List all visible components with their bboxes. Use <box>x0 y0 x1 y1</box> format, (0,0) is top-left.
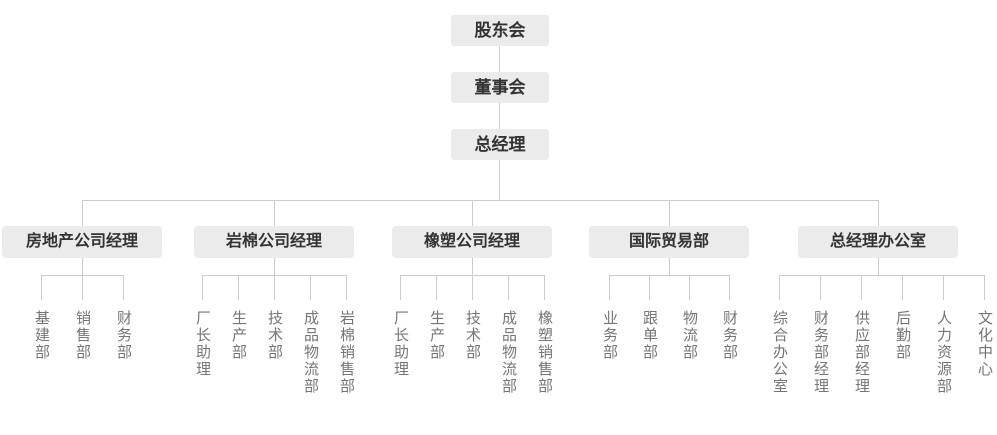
leaf-finance-dept: 财务部 <box>115 310 132 361</box>
leaf-technology-dept: 技术部 <box>266 310 283 361</box>
node-international-trade-dept: 国际贸易部 <box>589 226 749 258</box>
connector-line <box>779 275 780 300</box>
node-general-manager: 总经理 <box>451 129 549 160</box>
leaf-supply-dept-manager: 供应部经理 <box>853 310 870 395</box>
connector-line <box>472 200 473 226</box>
node-rubber-plastic-company-manager: 橡塑公司经理 <box>392 226 552 258</box>
connector-line <box>82 200 83 226</box>
leaf-human-resources-dept: 人力资源部 <box>935 310 952 395</box>
connector-line <box>609 275 610 300</box>
connector-line <box>499 160 500 200</box>
connector-line <box>902 275 903 300</box>
connector-line <box>400 275 401 300</box>
connector-line <box>310 275 311 300</box>
leaf-logistics-dept: 物流部 <box>681 310 698 361</box>
node-rockwool-company-manager: 岩棉公司经理 <box>194 226 354 258</box>
node-real-estate-company-manager: 房地产公司经理 <box>2 226 162 258</box>
leaf-finance-dept-manager: 财务部经理 <box>812 310 829 395</box>
connector-line <box>820 275 821 300</box>
leaf-product-logistics-dept: 成品物流部 <box>500 310 517 395</box>
leaf-general-office: 综合办公室 <box>771 310 788 395</box>
connector-line <box>609 275 729 276</box>
leaf-factory-director-assistant: 厂长助理 <box>392 310 409 378</box>
connector-line <box>238 275 239 300</box>
connector-line <box>669 200 670 226</box>
connector-line <box>544 275 545 300</box>
connector-line <box>346 275 347 300</box>
connector-line <box>729 275 730 300</box>
leaf-product-logistics-dept: 成品物流部 <box>302 310 319 395</box>
connector-line <box>861 275 862 300</box>
leaf-infrastructure-dept: 基建部 <box>33 310 50 361</box>
connector-line <box>82 200 878 201</box>
connector-line <box>472 258 473 275</box>
leaf-finance-dept: 财务部 <box>721 310 738 361</box>
leaf-sales-dept: 销售部 <box>74 310 91 361</box>
connector-line <box>82 258 83 275</box>
connector-line <box>984 275 985 300</box>
connector-line <box>123 275 124 300</box>
connector-line <box>878 258 879 275</box>
leaf-rubber-plastic-sales-dept: 橡塑销售部 <box>536 310 553 395</box>
node-shareholders-meeting: 股东会 <box>451 15 549 46</box>
connector-line <box>82 275 83 300</box>
connector-line <box>779 275 984 276</box>
leaf-technology-dept: 技术部 <box>464 310 481 361</box>
leaf-business-dept: 业务部 <box>601 310 618 361</box>
leaf-rockwool-sales-dept: 岩棉销售部 <box>338 310 355 395</box>
leaf-factory-director-assistant: 厂长助理 <box>194 310 211 378</box>
connector-line <box>508 275 509 300</box>
connector-line <box>499 46 500 72</box>
connector-line <box>943 275 944 300</box>
connector-line <box>878 200 879 226</box>
connector-line <box>472 275 473 300</box>
connector-line <box>41 275 42 300</box>
connector-line <box>202 275 203 300</box>
connector-line <box>669 258 670 275</box>
leaf-culture-center: 文化中心 <box>976 310 993 378</box>
connector-line <box>689 275 690 300</box>
leaf-production-dept: 生产部 <box>428 310 445 361</box>
leaf-logistics-support-dept: 后勤部 <box>894 310 911 361</box>
leaf-merchandising-dept: 跟单部 <box>641 310 658 361</box>
connector-line <box>274 275 275 300</box>
connector-line <box>499 103 500 129</box>
connector-line <box>649 275 650 300</box>
node-board-of-directors: 董事会 <box>451 72 549 103</box>
connector-line <box>436 275 437 300</box>
connector-line <box>274 200 275 226</box>
connector-line <box>274 258 275 275</box>
leaf-production-dept: 生产部 <box>230 310 247 361</box>
node-general-manager-office: 总经理办公室 <box>798 226 958 258</box>
